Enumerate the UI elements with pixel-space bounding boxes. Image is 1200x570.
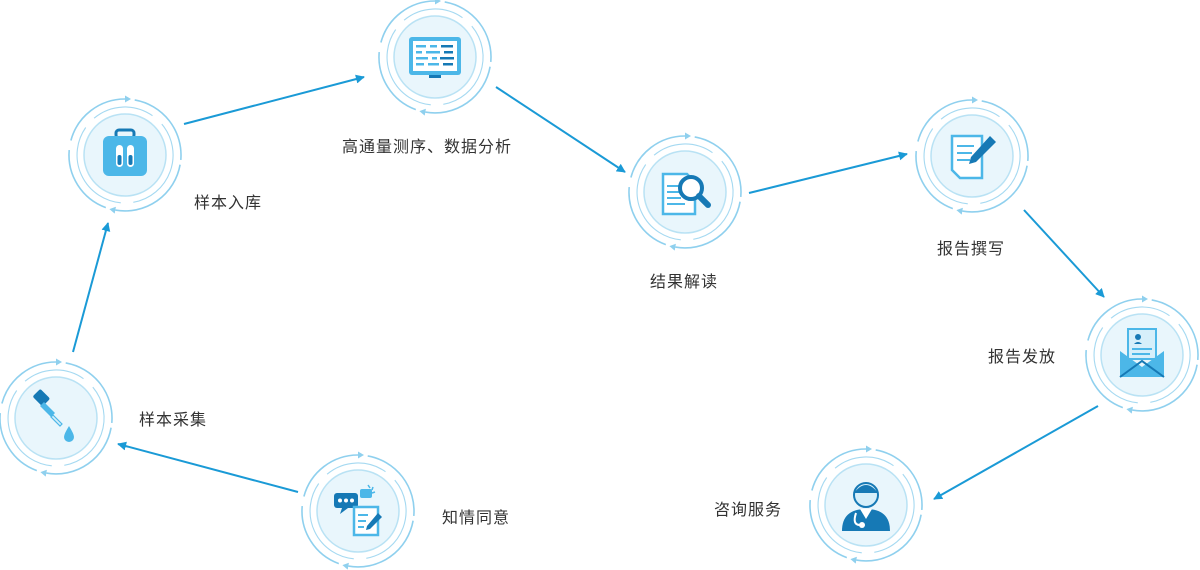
step-node-report-delivery	[1085, 295, 1199, 414]
doctor-stethoscope-icon	[842, 482, 890, 531]
step-node-sample-storage	[68, 95, 182, 214]
flow-arrow	[1023, 209, 1105, 298]
pen-document-icon	[950, 134, 996, 180]
step-label-sample-collection: 样本采集	[139, 410, 208, 429]
flow-arrow	[117, 441, 299, 493]
step-label-sequencing: 高通量测序、数据分析	[342, 137, 513, 156]
step-node-sample-collection	[0, 358, 113, 477]
step-label-result-interpretation: 结果解读	[650, 272, 719, 291]
step-label-report-delivery: 报告发放	[988, 347, 1057, 366]
step-label-consulting: 咨询服务	[714, 500, 783, 519]
flow-arrow	[72, 222, 111, 353]
step-label-informed-consent: 知情同意	[442, 508, 511, 527]
medical-kit-test-tube-icon	[103, 128, 147, 176]
magnifier-document-icon	[661, 172, 711, 216]
step-node-result-interpretation	[628, 132, 742, 251]
flow-arrow	[495, 86, 626, 173]
step-label-sample-storage: 样本入库	[194, 193, 263, 212]
step-node-report-writing	[915, 96, 1029, 215]
step-label-report-writing: 报告撰写	[937, 239, 1006, 258]
flow-arrow	[748, 151, 908, 194]
step-node-consulting	[809, 445, 923, 564]
dropper-icon	[33, 389, 74, 442]
mail-envelope-icon	[1119, 328, 1165, 378]
flow-arrow	[933, 405, 1099, 500]
chat-signature-icon	[334, 484, 382, 537]
sequencing-monitor-icon	[409, 37, 461, 78]
step-node-sequencing	[378, 0, 492, 116]
step-node-informed-consent	[301, 451, 415, 570]
flow-arrow	[183, 74, 365, 125]
